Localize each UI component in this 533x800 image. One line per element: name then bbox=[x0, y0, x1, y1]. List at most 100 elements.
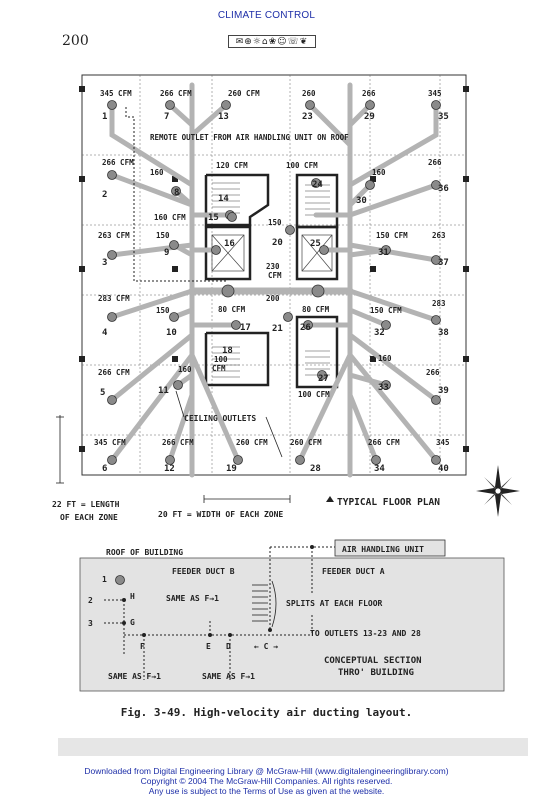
cfm-label: 120 CFM bbox=[216, 161, 248, 170]
ceiling-outlets bbox=[107, 100, 441, 465]
section-letter: 3 bbox=[88, 619, 93, 628]
outlet-number: 38 bbox=[438, 328, 449, 338]
cfm-label: 100 CFM bbox=[286, 161, 318, 170]
section-letter: E bbox=[206, 642, 211, 651]
outlet-number: 10 bbox=[166, 328, 177, 338]
cfm-label: 345 bbox=[428, 89, 442, 98]
cfm-label: 266 CFM bbox=[98, 368, 130, 377]
outlet-number: 30 bbox=[356, 196, 367, 206]
air-handling-unit-label: AIR HANDLING UNIT bbox=[342, 545, 424, 554]
outlet-number: 7 bbox=[164, 112, 169, 122]
outlet-number: 12 bbox=[164, 464, 175, 474]
feeder-duct-b-label: FEEDER DUCT B bbox=[172, 567, 235, 576]
ceiling-outlets-pointers bbox=[175, 390, 283, 458]
cfm-label: 150 bbox=[156, 231, 170, 240]
cfm-label: 150 CFM bbox=[376, 231, 408, 240]
cfm-label: CFM bbox=[212, 364, 226, 373]
cfm-label: 160 CFM bbox=[154, 213, 186, 222]
typical-floor-plan-label: TYPICAL FLOOR PLAN bbox=[337, 497, 440, 508]
outlet-number: 24 bbox=[312, 180, 323, 190]
elevators bbox=[211, 234, 333, 272]
page-number: 200 bbox=[62, 33, 89, 49]
outlet-number: 5 bbox=[100, 388, 105, 398]
cfm-label: 80 CFM bbox=[218, 305, 246, 314]
same-as-right-label: SAME AS F→1 bbox=[202, 672, 255, 681]
core-walls bbox=[204, 173, 339, 389]
cfm-label: 266 bbox=[362, 89, 376, 98]
remote-outlet-label: REMOTE OUTLET FROM AIR HANDLING UNIT ON … bbox=[150, 133, 349, 142]
conceptual-section-line-1: CONCEPTUAL SECTION bbox=[324, 656, 422, 666]
cfm-label: 283 bbox=[432, 299, 446, 308]
header-title: CLIMATE CONTROL bbox=[217, 10, 316, 21]
duct-network bbox=[109, 82, 439, 478]
cfm-label: 260 CFM bbox=[290, 438, 322, 447]
cfm-label: 283 CFM bbox=[98, 294, 130, 303]
outlet-number: 19 bbox=[226, 464, 237, 474]
outlet-number: 32 bbox=[374, 328, 385, 338]
outlet-number: 3 bbox=[102, 258, 107, 268]
conceptual-section-line-2: THRO' BUILDING bbox=[338, 668, 414, 678]
section-background bbox=[79, 557, 505, 692]
ducting-figure: REMOTE OUTLET FROM AIR HANDLING UNIT ON … bbox=[52, 74, 520, 692]
outlet-number: 14 bbox=[218, 194, 229, 204]
footer-line-1[interactable]: Downloaded from Digital Engineering Libr… bbox=[84, 766, 449, 776]
zone-length-label-2: OF EACH ZONE bbox=[60, 513, 118, 522]
section-letter: 2 bbox=[88, 596, 93, 605]
outlet-number: 15 bbox=[208, 213, 219, 223]
outlet-number: 4 bbox=[102, 328, 108, 338]
cfm-label: 100 CFM bbox=[298, 390, 330, 399]
outlet-number: 35 bbox=[438, 112, 449, 122]
section-letter: D bbox=[226, 642, 231, 651]
cfm-label: 266 CFM bbox=[160, 89, 192, 98]
section-letter: 1 bbox=[102, 575, 107, 584]
outlet-number: 6 bbox=[102, 464, 107, 474]
remote-outlet-path bbox=[125, 107, 228, 282]
outlet-number: 18 bbox=[222, 346, 233, 356]
cfm-label: 80 CFM bbox=[302, 305, 330, 314]
outlet-number: 37 bbox=[438, 258, 449, 268]
cfm-label: 230 bbox=[266, 262, 280, 271]
cfm-label: 200 bbox=[266, 294, 280, 303]
splits-arrows bbox=[252, 584, 268, 622]
splits-brace bbox=[271, 580, 277, 628]
arrow-up-icon bbox=[326, 496, 334, 502]
outlet-number: 11 bbox=[158, 386, 169, 396]
roof-label: ROOF OF BUILDING bbox=[106, 548, 183, 557]
cfm-label: 260 CFM bbox=[228, 89, 260, 98]
same-as-top-label: SAME AS F→1 bbox=[166, 594, 219, 603]
outlet-number: 25 bbox=[310, 239, 321, 249]
cfm-label: 150 bbox=[268, 218, 282, 227]
outlet-1-circle bbox=[115, 575, 125, 585]
zone-length-label-1: 22 FT = LENGTH bbox=[52, 500, 120, 509]
cfm-label: 100 bbox=[214, 355, 228, 364]
cfm-label: 345 CFM bbox=[94, 438, 126, 447]
cfm-label: 266 CFM bbox=[102, 158, 134, 167]
cfm-label: 263 bbox=[432, 231, 446, 240]
outlet-number: 17 bbox=[240, 323, 251, 333]
cfm-label: 266 CFM bbox=[368, 438, 400, 447]
plan-text: REMOTE OUTLET FROM AIR HANDLING UNIT ON … bbox=[94, 89, 450, 447]
cfm-label: 266 CFM bbox=[162, 438, 194, 447]
outlet-number: 23 bbox=[302, 112, 313, 122]
section-letter: G bbox=[130, 618, 135, 627]
outlet-number: 29 bbox=[364, 112, 375, 122]
outlet-number: 40 bbox=[438, 464, 449, 474]
figure-caption: Fig. 3-49. High-velocity air ducting lay… bbox=[120, 706, 413, 719]
outlet-number: 13 bbox=[218, 112, 229, 122]
cfm-label: 266 bbox=[428, 158, 442, 167]
outlet-number: 1 bbox=[102, 112, 107, 122]
footer-line-2: Copyright © 2004 The McGraw-Hill Compani… bbox=[140, 776, 393, 786]
cfm-label: 160 bbox=[372, 168, 386, 177]
outlet-number: 34 bbox=[374, 464, 385, 474]
outlet-number: 21 bbox=[272, 324, 283, 334]
outlet-number: 33 bbox=[378, 383, 389, 393]
conceptual-section: AIR HANDLING UNIT ROOF OF BUILDING bbox=[79, 539, 505, 692]
dimension-lines bbox=[56, 415, 291, 503]
cfm-label: 160 bbox=[378, 354, 392, 363]
outlet-number: 31 bbox=[378, 248, 389, 258]
same-as-left-label: SAME AS F→1 bbox=[108, 672, 161, 681]
footer: Downloaded from Digital Engineering Libr… bbox=[0, 766, 533, 796]
outlet-number: 9 bbox=[164, 248, 169, 258]
cfm-label: 150 bbox=[156, 306, 170, 315]
outlet-number: 27 bbox=[318, 374, 329, 384]
